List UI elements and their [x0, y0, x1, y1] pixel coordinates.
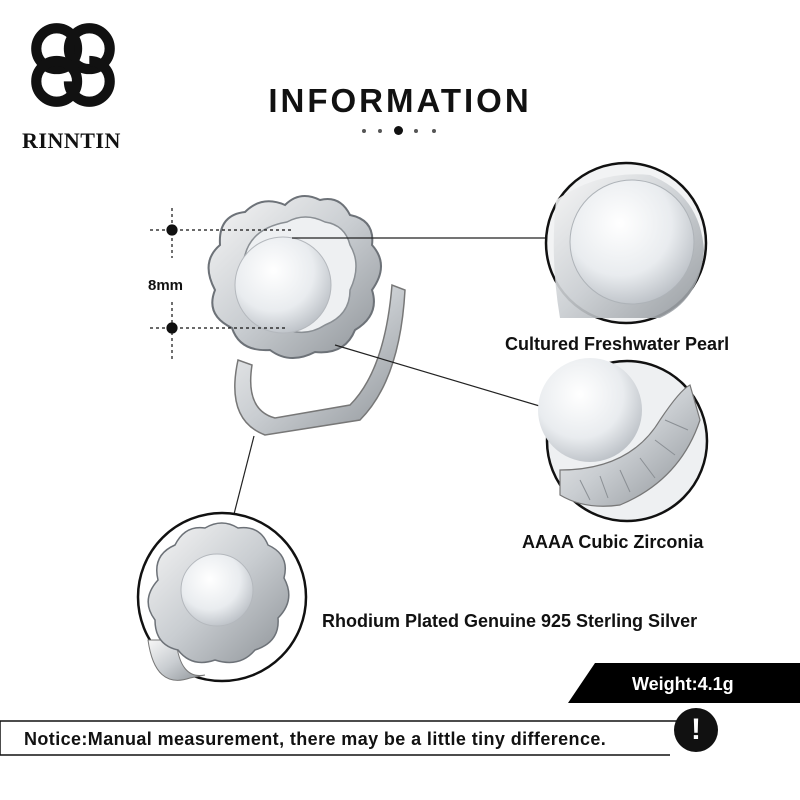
detail-silver	[136, 511, 308, 683]
page-title: INFORMATION	[268, 82, 532, 119]
ring-band	[234, 283, 406, 436]
notice-bar	[0, 720, 690, 756]
feature-label-zirconia: AAAA Cubic Zirconia	[522, 532, 704, 552]
callout-lines	[232, 237, 554, 519]
feature-label-silver: Rhodium Plated Genuine 925 Sterling Silv…	[322, 611, 698, 631]
feature-label-pearl: Cultured Freshwater Pearl	[505, 334, 730, 354]
detail-zirconia	[538, 358, 709, 523]
weight-label: Weight:4.1g	[632, 674, 734, 694]
measurement-guide	[150, 208, 292, 362]
weight-banner	[568, 663, 800, 703]
brand-name: RINNTIN	[22, 128, 121, 153]
ring-flower-setting	[207, 195, 382, 359]
title-divider-dots	[358, 124, 442, 138]
notice-text: Notice:Manual measurement, there may be …	[24, 729, 607, 749]
exclamation-icon: !	[674, 708, 718, 752]
detail-pearl	[544, 161, 708, 325]
brand-logo	[31, 23, 115, 107]
size-label: 8mm	[148, 277, 184, 294]
